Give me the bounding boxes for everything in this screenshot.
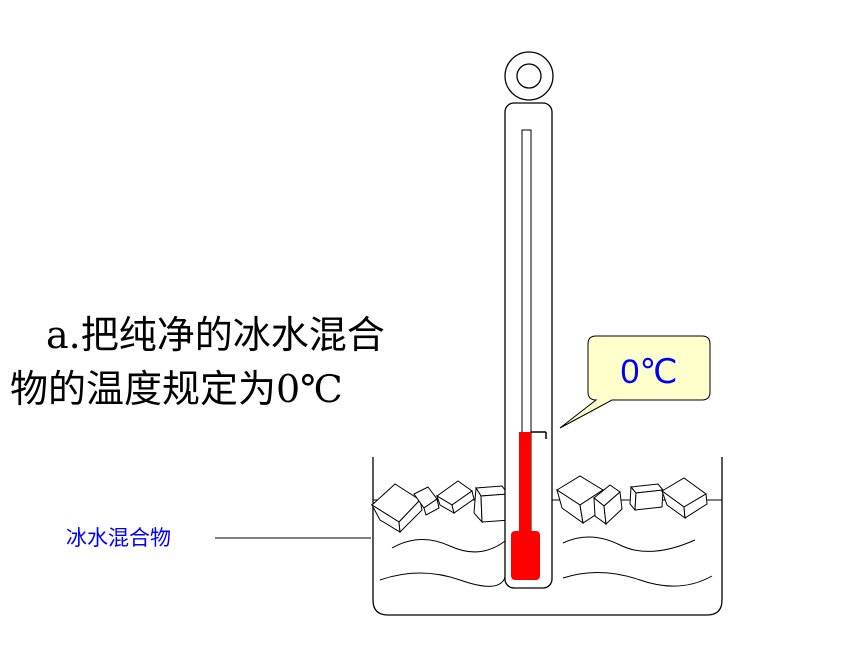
temperature-callout: 0℃ xyxy=(559,335,711,429)
ice-cubes xyxy=(370,475,708,534)
thermometer xyxy=(504,51,554,589)
callout-text: 0℃ xyxy=(620,353,677,391)
water-waves xyxy=(379,536,713,587)
mercury-bulb xyxy=(511,531,540,580)
ice-cube xyxy=(629,483,664,512)
statement-line-1: a.把纯净的冰水混合 xyxy=(46,313,385,357)
ice-water-mixture-label: 冰水混合物 xyxy=(66,526,171,550)
ice-cube xyxy=(593,484,623,526)
beaker xyxy=(372,457,723,616)
definition-statement: a.把纯净的冰水混合 物的温度规定为0℃ xyxy=(10,308,480,416)
ice-cube xyxy=(436,480,475,515)
thermometer-ring-hole xyxy=(516,63,542,89)
mercury-column xyxy=(519,432,531,540)
ice-cube xyxy=(556,475,607,525)
ice-cube xyxy=(660,477,708,520)
callout-bubble xyxy=(559,335,711,429)
ice-cube xyxy=(370,483,423,534)
ice-cube xyxy=(413,486,440,516)
statement-line-2: 物的温度规定为0℃ xyxy=(10,367,343,411)
